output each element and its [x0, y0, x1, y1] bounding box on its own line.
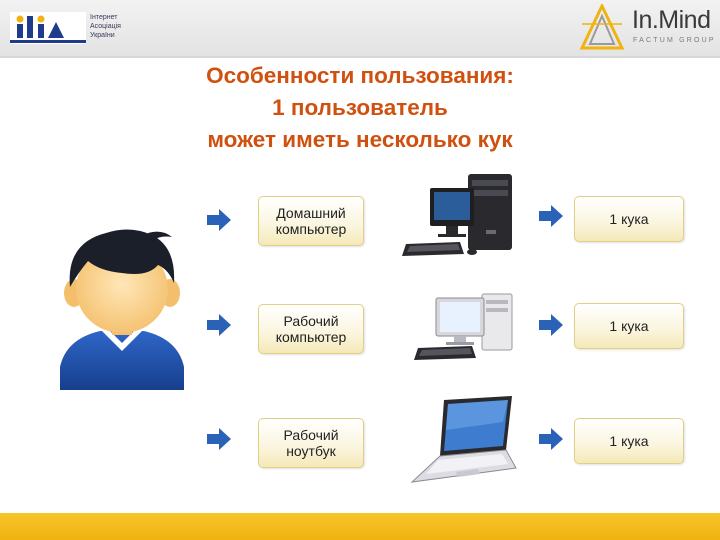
desktop-tower-icon — [402, 174, 512, 256]
header-divider — [0, 56, 720, 58]
uia-logo: Інтернет Асоціація України — [10, 8, 150, 48]
device-label-line-1: Домашний — [276, 205, 346, 221]
desktop-white-icon — [414, 293, 513, 360]
uia-line-2: Асоціація — [90, 23, 121, 30]
uia-logo-text: Інтернет Асоціація України — [90, 13, 150, 40]
device-label-line-2: ноутбук — [286, 443, 336, 459]
device-label-line-1: Рабочий — [283, 313, 339, 329]
arrow-right-icon — [207, 209, 231, 231]
inmind-logo: In.Mind FACTUM GROUP — [580, 4, 720, 54]
slide-title: Особенности пользования: 1 пользователь … — [120, 60, 600, 156]
arrow-right-icon — [207, 428, 231, 450]
uia-logo-icon — [10, 12, 86, 44]
device-label-home-computer: Домашний компьютер — [258, 196, 364, 246]
user-avatar-icon — [60, 229, 184, 390]
cookie-count-box: 1 кука — [574, 196, 684, 242]
uia-line-3: України — [90, 32, 115, 39]
arrow-right-icon — [207, 314, 231, 336]
cookie-count: 1 кука — [609, 433, 649, 449]
device-label-line-2: компьютер — [275, 221, 347, 237]
inmind-name: In.Mind — [632, 6, 711, 34]
device-label-line-2: компьютер — [275, 329, 347, 345]
device-label-work-laptop: Рабочий ноутбук — [258, 418, 364, 468]
arrow-right-icon — [539, 428, 563, 450]
inmind-logo-icon — [580, 4, 624, 50]
footer-bar — [0, 513, 720, 540]
uia-line-1: Інтернет — [90, 14, 118, 21]
device-label-work-computer: Рабочий компьютер — [258, 304, 364, 354]
device-label-line-1: Рабочий — [283, 427, 339, 443]
arrow-right-icon — [539, 205, 563, 227]
laptop-icon — [410, 396, 517, 483]
cookie-count: 1 кука — [609, 318, 649, 334]
cookie-count: 1 кука — [609, 211, 649, 227]
cookie-count-box: 1 кука — [574, 418, 684, 464]
title-line-3: может иметь несколько кук — [207, 127, 513, 152]
cookie-count-box: 1 кука — [574, 303, 684, 349]
title-line-1: Особенности пользования: — [206, 63, 514, 88]
arrow-right-icon — [539, 314, 563, 336]
inmind-sub: FACTUM GROUP — [633, 37, 716, 44]
title-line-2: 1 пользователь — [272, 95, 448, 120]
